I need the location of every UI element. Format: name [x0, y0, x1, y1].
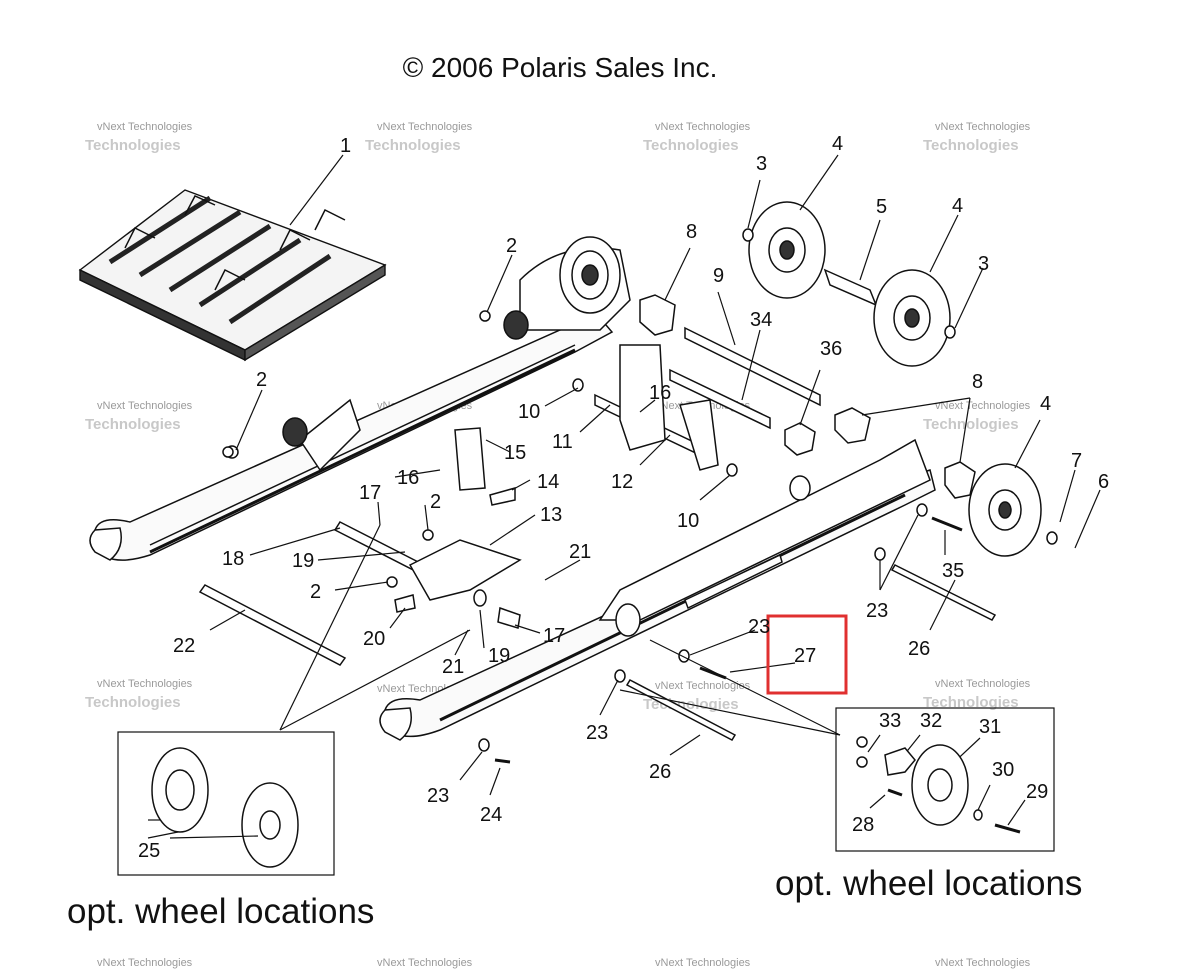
- callout-4[interactable]: 4: [952, 195, 963, 217]
- watermark-text: vNext Technologies: [655, 680, 751, 692]
- callout-2[interactable]: 2: [430, 491, 441, 513]
- watermark-text: vNext Technologies: [655, 957, 751, 969]
- watermark-text: Technologies: [643, 137, 739, 154]
- callout-15[interactable]: 15: [504, 442, 526, 464]
- callout-26[interactable]: 26: [649, 761, 671, 783]
- watermark-text: vNext Technologies: [935, 121, 1031, 133]
- callout-33[interactable]: 33: [879, 710, 901, 732]
- watermark-text: vNext Technologies: [935, 957, 1031, 969]
- opt-wheel-locations-label: opt. wheel locations: [775, 864, 1083, 903]
- callout-22[interactable]: 22: [173, 635, 195, 657]
- callout-17[interactable]: 17: [359, 482, 381, 504]
- watermark-text: vNext Technologies: [935, 400, 1031, 412]
- callout-16[interactable]: 16: [397, 467, 419, 489]
- callout-29[interactable]: 29: [1026, 781, 1048, 803]
- track-drawing: [78, 189, 387, 362]
- watermark-text: vNext Technologies: [97, 957, 193, 969]
- callout-14[interactable]: 14: [537, 471, 559, 493]
- callout-8[interactable]: 8: [686, 221, 697, 243]
- callout-26[interactable]: 26: [908, 638, 930, 660]
- callout-10[interactable]: 10: [518, 401, 540, 423]
- opt-wheel-locations-label: opt. wheel locations: [67, 892, 375, 931]
- watermark-text: Technologies: [365, 137, 461, 154]
- callout-16[interactable]: 16: [649, 382, 671, 404]
- leader-lines: [148, 154, 1101, 826]
- callout-28[interactable]: 28: [852, 814, 874, 836]
- watermark-text: Technologies: [923, 694, 1019, 711]
- callout-8[interactable]: 8: [972, 371, 983, 393]
- callout-4[interactable]: 4: [832, 133, 843, 155]
- watermark-text: Technologies: [923, 416, 1019, 433]
- watermarks: vNext Technologies Technologies vNext Te…: [85, 121, 1031, 969]
- callout-34[interactable]: 34: [750, 309, 772, 331]
- copyright-notice: © 2006 Polaris Sales Inc.: [402, 52, 718, 83]
- watermark-text: vNext Technologies: [377, 957, 473, 969]
- callout-1[interactable]: 1: [340, 135, 351, 157]
- callout-18[interactable]: 18: [222, 548, 244, 570]
- callout-13[interactable]: 13: [540, 504, 562, 526]
- callout-35[interactable]: 35: [942, 560, 964, 582]
- callout-27[interactable]: 27: [794, 645, 816, 667]
- watermark-text: vNext Technologies: [935, 678, 1031, 690]
- watermark-text: Technologies: [85, 137, 181, 154]
- callout-2[interactable]: 2: [506, 235, 517, 257]
- callout-2[interactable]: 2: [256, 369, 267, 391]
- watermark-text: Technologies: [85, 416, 181, 433]
- highlight-box: [766, 614, 848, 695]
- box-connector-lines: [279, 524, 841, 736]
- callout-9[interactable]: 9: [713, 265, 724, 287]
- callout-17[interactable]: 17: [543, 625, 565, 647]
- inset-box-left: [117, 731, 335, 876]
- watermark-text: vNext Technologies: [97, 121, 193, 133]
- callout-36[interactable]: 36: [820, 338, 842, 360]
- wheels-drawing: [198, 201, 1058, 834]
- callout-5[interactable]: 5: [876, 196, 887, 218]
- callout-7[interactable]: 7: [1071, 450, 1082, 472]
- right-rail-drawing: [379, 438, 936, 741]
- callout-31[interactable]: 31: [979, 716, 1001, 738]
- callout-2[interactable]: 2: [310, 581, 321, 603]
- watermark-text: vNext Technologies: [377, 121, 473, 133]
- callout-21[interactable]: 21: [442, 656, 464, 678]
- watermark-text: Technologies: [923, 137, 1019, 154]
- callout-4[interactable]: 4: [1040, 393, 1051, 415]
- callout-6[interactable]: 6: [1098, 471, 1109, 493]
- callout-numbers: 1 2 2 2 2 3 3 4 4 4 5 6 7 8 8 9 10 10 11…: [138, 133, 1109, 862]
- callout-20[interactable]: 20: [363, 628, 385, 650]
- callout-24[interactable]: 24: [480, 804, 502, 826]
- callout-21[interactable]: 21: [569, 541, 591, 563]
- callout-32[interactable]: 32: [920, 710, 942, 732]
- watermark-text: Technologies: [85, 694, 181, 711]
- callout-12[interactable]: 12: [611, 471, 633, 493]
- watermark-text: vNext Technologies: [97, 678, 193, 690]
- callout-23[interactable]: 23: [427, 785, 449, 807]
- callout-10[interactable]: 10: [677, 510, 699, 532]
- callout-19[interactable]: 19: [488, 645, 510, 667]
- inset-box-right: [835, 707, 1055, 852]
- callout-23[interactable]: 23: [866, 600, 888, 622]
- callout-3[interactable]: 3: [756, 153, 767, 175]
- watermark-text: vNext Technologies: [97, 400, 193, 412]
- callout-23[interactable]: 23: [586, 722, 608, 744]
- callout-3[interactable]: 3: [978, 253, 989, 275]
- callout-23[interactable]: 23: [748, 616, 770, 638]
- callout-19[interactable]: 19: [292, 550, 314, 572]
- callout-25[interactable]: 25: [138, 840, 160, 862]
- callout-11[interactable]: 11: [552, 431, 573, 453]
- watermark-text: vNext Technologies: [655, 121, 751, 133]
- callout-30[interactable]: 30: [992, 759, 1014, 781]
